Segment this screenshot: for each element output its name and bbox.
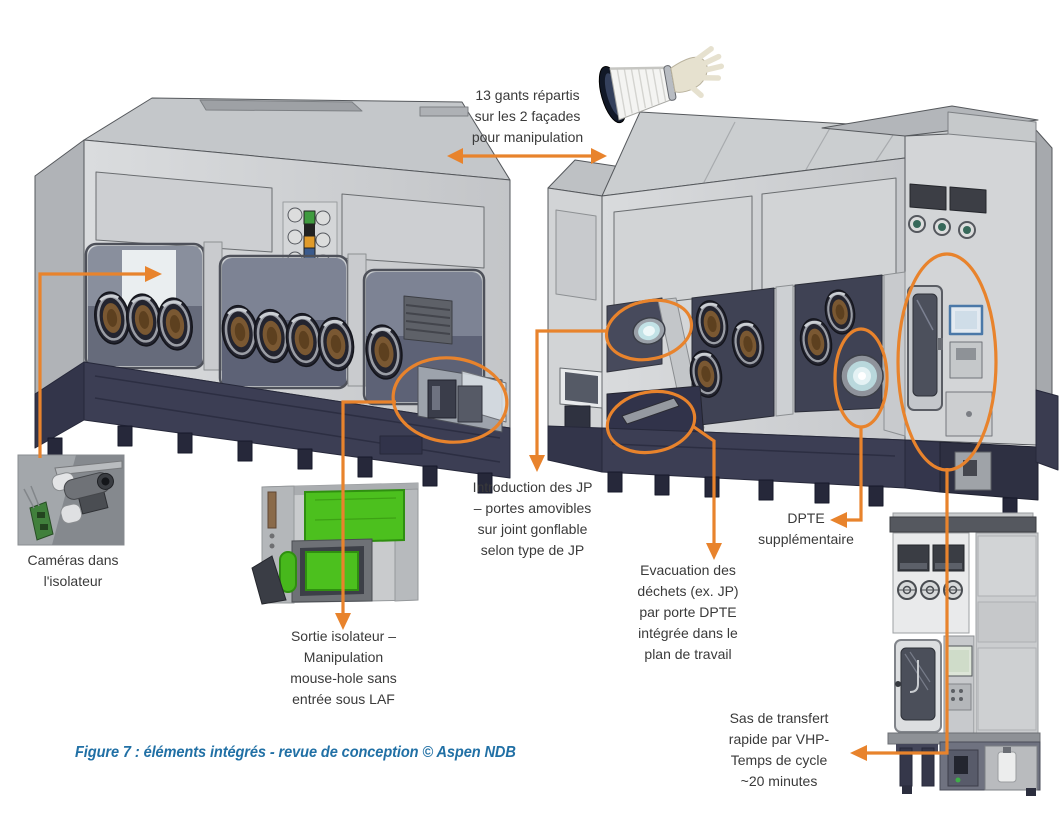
label-evacuation-dechets: Evacuation des déchets (ex. JP) par port… xyxy=(637,562,739,662)
introduction-callout-line xyxy=(535,329,608,458)
arrowhead-evacuation-icon xyxy=(706,543,722,560)
left-isolator-illustration xyxy=(34,97,511,494)
mouse-hole-exit-detail xyxy=(417,365,507,433)
waste-area-highlight-ellipse xyxy=(605,389,697,455)
dpte-callout-line xyxy=(844,427,863,522)
gauge-knobs-icon xyxy=(908,215,976,239)
arrowhead-right-icon xyxy=(591,148,607,164)
label-gloves: 13 gants répartis sur les 2 façades pour… xyxy=(471,87,584,145)
camera-inset-photo xyxy=(17,454,125,546)
stack-light-icon xyxy=(303,210,316,260)
mouse-hole-highlight-ellipse xyxy=(391,356,509,444)
sortie-callout-line xyxy=(341,400,396,616)
label-dpte-supplementaire: DPTE supplémentaire xyxy=(758,510,854,547)
cameras-callout-line xyxy=(38,272,148,458)
label-introduction-jp: Introduction des JP – portes amovibles s… xyxy=(472,479,593,558)
airlock-section-highlight-ellipse xyxy=(896,252,998,472)
evacuation-callout-line xyxy=(693,425,716,546)
label-cameras: Caméras dans l'isolateur xyxy=(27,552,119,589)
control-screen-icon xyxy=(948,304,984,336)
label-sortie-isolateur: Sortie isolateur – Manipulation mouse-ho… xyxy=(290,628,397,707)
vent-grille-icon xyxy=(403,295,453,345)
arrowhead-left-icon xyxy=(447,148,463,164)
figure-caption: Figure 7 : éléments intégrés - revue de … xyxy=(75,744,516,761)
glove-photo xyxy=(598,46,725,124)
arrowhead-cameras-icon xyxy=(145,266,162,282)
dpte-port-highlight-ellipse xyxy=(833,327,889,429)
jp-port-highlight-ellipse xyxy=(604,298,694,362)
label-sas-transfert: Sas de transfert rapide par VHP- Temps d… xyxy=(728,710,830,789)
inset-screen-icon xyxy=(945,645,973,677)
sortie-inset-photo xyxy=(251,482,419,605)
transfer-airlock-inset-photo xyxy=(887,512,1041,796)
tower-grille-icon xyxy=(909,183,987,214)
arrowhead-introduction-icon xyxy=(529,455,545,472)
right-isolator-illustration xyxy=(547,105,1059,519)
